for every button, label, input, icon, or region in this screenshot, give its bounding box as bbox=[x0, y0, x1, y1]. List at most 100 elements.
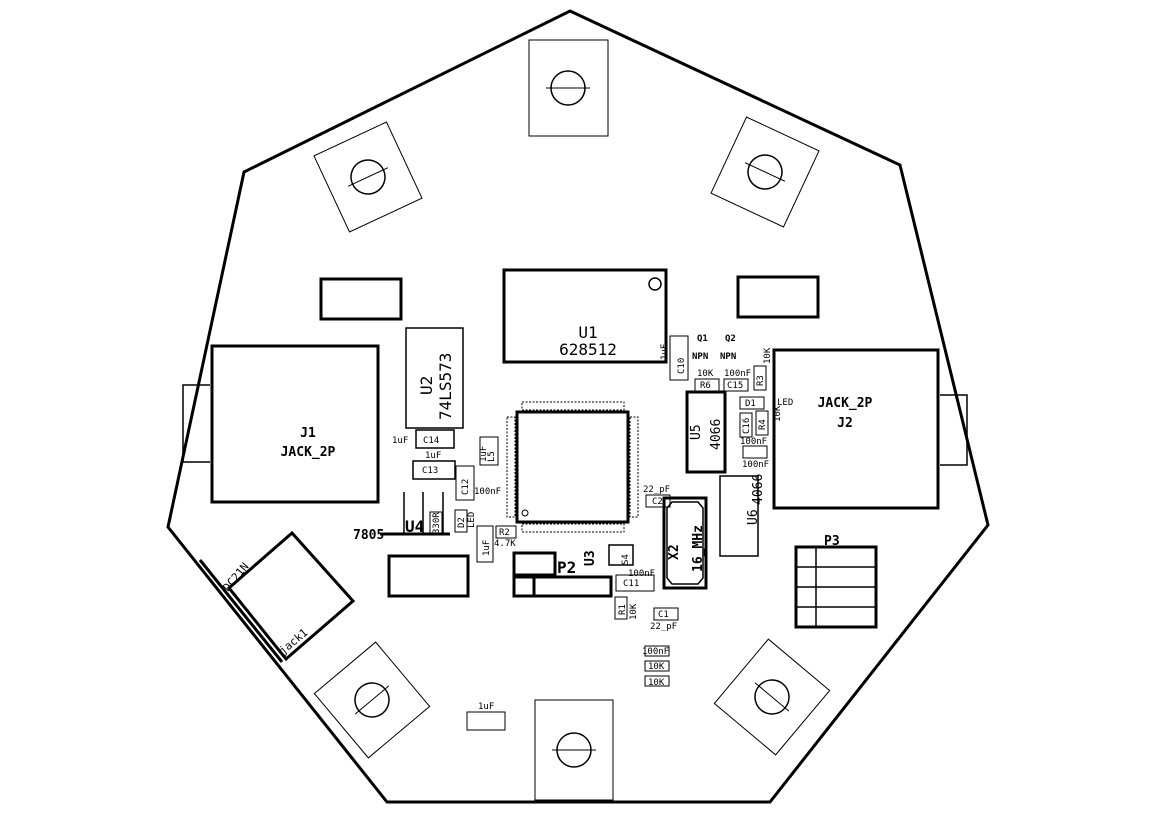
c-1uf-cap: 1uF bbox=[476, 525, 494, 563]
component-label: 74LS573 bbox=[436, 353, 455, 420]
component-label: NPN bbox=[720, 352, 736, 362]
component-label: 10K bbox=[763, 347, 773, 364]
component-label: U3 bbox=[583, 550, 598, 566]
component-label: 4066 bbox=[751, 474, 766, 505]
component-label: C12 bbox=[461, 479, 471, 495]
pad-right bbox=[736, 275, 820, 319]
component-label: 1uF bbox=[478, 702, 494, 712]
component-label: 4.7K bbox=[494, 539, 516, 549]
component-label: D2 bbox=[457, 517, 467, 528]
component-label: 1uF bbox=[425, 451, 441, 461]
component-label: U5 bbox=[689, 424, 704, 440]
r2-resistor: R24.7K bbox=[494, 525, 517, 549]
component-label: 10K bbox=[648, 678, 665, 688]
u3-chip: U3 bbox=[583, 550, 598, 566]
component-label: 10K bbox=[629, 603, 639, 620]
component-label: 10K bbox=[773, 405, 783, 422]
component-label: LED bbox=[467, 512, 477, 528]
component-label: X2 bbox=[667, 544, 682, 560]
component-label: J1 bbox=[300, 426, 316, 441]
component-label: C16 bbox=[742, 418, 752, 434]
component-label: JACK_2P bbox=[281, 445, 336, 460]
u4-regulator: U4 7805 bbox=[353, 492, 450, 543]
component-label: R6 bbox=[700, 381, 711, 391]
component-label: 628512 bbox=[559, 340, 617, 359]
u6-chip: U6 4066 bbox=[719, 474, 766, 557]
p2-header: P2 bbox=[512, 551, 613, 598]
mount-pad-bottom-left bbox=[313, 641, 431, 759]
component-label: 10K bbox=[697, 369, 714, 379]
c16-cap: C16 100nF bbox=[739, 412, 767, 447]
mount-pad-bottom bbox=[534, 699, 614, 801]
component-label: 100nF bbox=[642, 647, 669, 657]
component-label: S4 bbox=[621, 554, 631, 565]
r330-resistor: 330R bbox=[429, 511, 443, 535]
component-label: 100nF bbox=[628, 569, 655, 579]
component-label: R1 bbox=[618, 604, 628, 615]
component-label: R2 bbox=[499, 528, 510, 538]
component-label: P2 bbox=[557, 558, 576, 577]
component-label: 100nF bbox=[740, 437, 767, 447]
u5-chip: U5 4066 bbox=[685, 390, 727, 474]
component-label: LED bbox=[777, 398, 793, 408]
j2-jack: JACK_2P J2 bbox=[772, 348, 968, 510]
component-label: 1uF bbox=[482, 540, 492, 556]
component-label: 4066 bbox=[709, 419, 724, 450]
component-label: C15 bbox=[727, 381, 743, 391]
misc-parts: 100nF 10K 10K bbox=[642, 645, 670, 688]
c-bottom-cap: 1uF bbox=[466, 702, 506, 731]
mcu-chip bbox=[506, 401, 639, 533]
mount-pad-top bbox=[528, 39, 609, 137]
component-label: J2 bbox=[837, 416, 853, 431]
component-label: C1 bbox=[658, 610, 669, 620]
component-label: 7805 bbox=[353, 528, 384, 543]
component-label: U1 bbox=[578, 323, 597, 342]
component-label: 1uF bbox=[392, 436, 408, 446]
mount-pad-top-left bbox=[313, 121, 423, 233]
r4-resistor: R4 10K bbox=[755, 405, 783, 436]
component-label: 1uF bbox=[660, 344, 670, 360]
component-label: C11 bbox=[623, 579, 639, 589]
component-label: R3 bbox=[756, 375, 766, 386]
component-label: NPN bbox=[692, 352, 708, 362]
component-label: 10K bbox=[648, 662, 665, 672]
component-label: 22_pF bbox=[643, 485, 670, 495]
component-label: Q1 bbox=[697, 334, 708, 344]
component-label: Q2 bbox=[725, 334, 736, 344]
component-label: L5 bbox=[487, 451, 497, 462]
component-label: U2 bbox=[417, 376, 436, 395]
component-label: U4 bbox=[405, 517, 424, 536]
component-label: C10 bbox=[677, 358, 687, 374]
p3-header: P3 bbox=[794, 534, 878, 629]
component-label: C13 bbox=[422, 466, 438, 476]
x2-crystal: X2 16_MHz bbox=[662, 496, 708, 590]
component-label: C14 bbox=[423, 436, 439, 446]
component-label: JACK_2P bbox=[818, 396, 873, 411]
mount-pad-bottom-right bbox=[713, 638, 831, 756]
component-label: DC21N bbox=[220, 560, 251, 594]
s4-switch: S4 bbox=[608, 544, 634, 566]
board-outline bbox=[166, 9, 990, 804]
component-label: R4 bbox=[758, 419, 768, 430]
pad-u4 bbox=[387, 554, 470, 598]
component-label: 100nF bbox=[742, 460, 769, 470]
c14-cap: C14 1uF bbox=[392, 429, 455, 449]
r3-resistor: R3 10K bbox=[753, 347, 773, 391]
component-label: 330R bbox=[432, 512, 442, 534]
mount-pad-top-right bbox=[710, 116, 820, 228]
j1-jack: J1 JACK_2P bbox=[182, 344, 380, 504]
dc-jack: DC21N jack1 bbox=[198, 530, 356, 663]
component-label: U6 bbox=[746, 509, 761, 525]
